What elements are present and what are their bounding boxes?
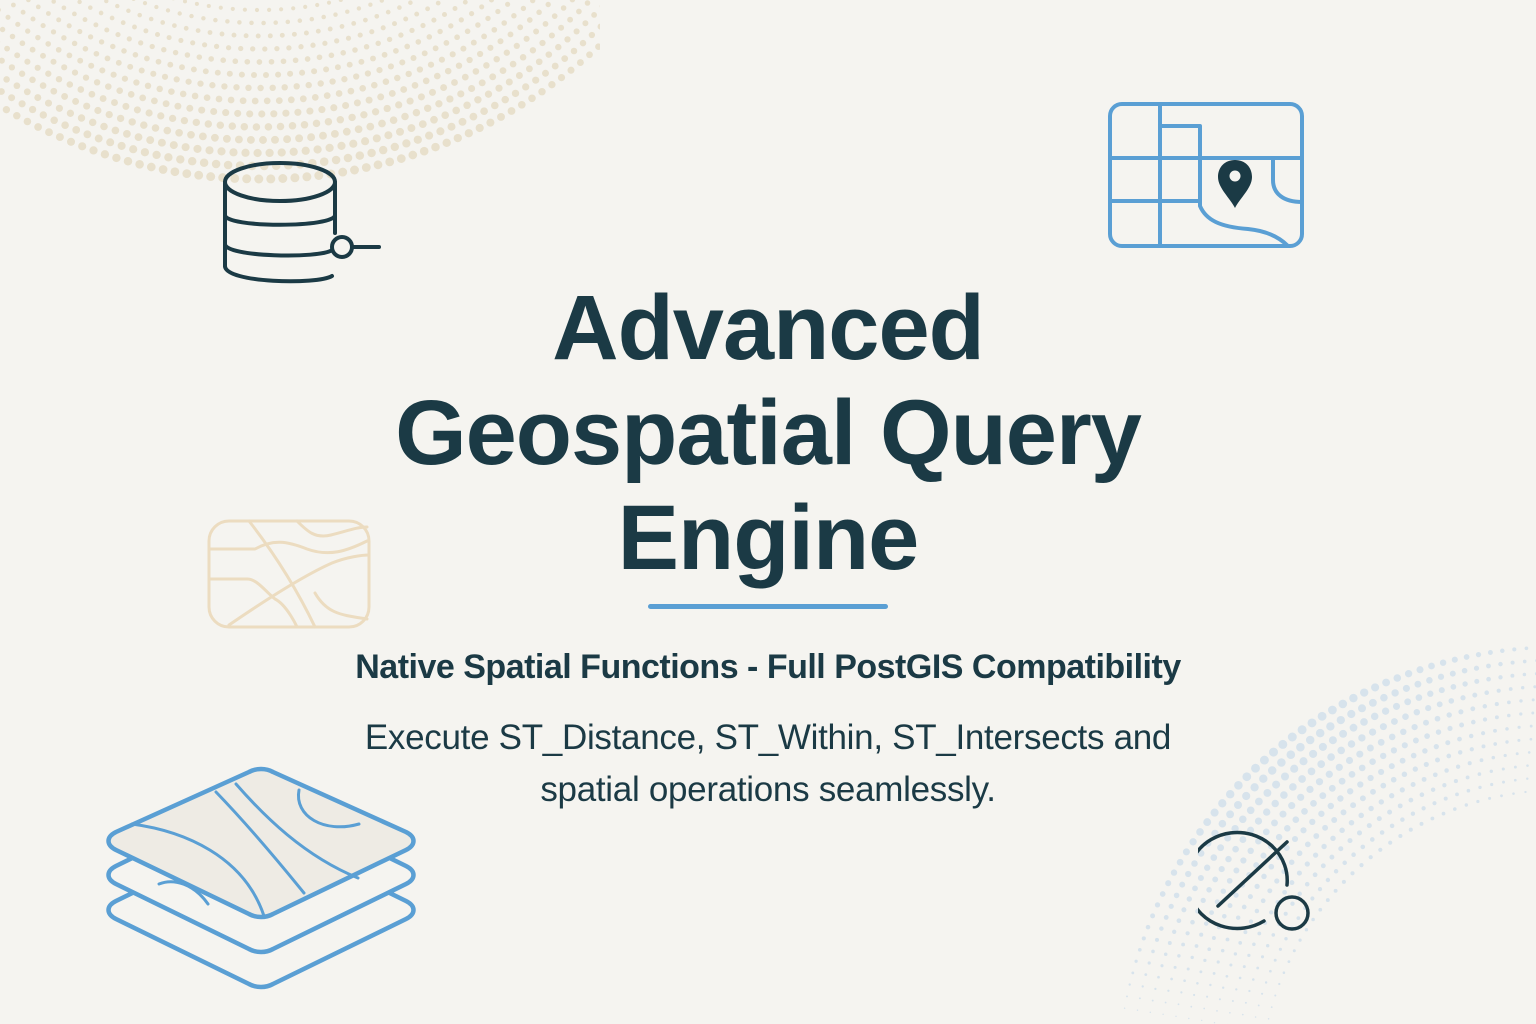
description-line-1: Execute ST_Distance, ST_Within, ST_Inter… [364, 718, 1172, 757]
road-map-icon [207, 519, 371, 629]
title-line-1: Advanced [552, 277, 985, 379]
map-pin-grid-icon [1108, 102, 1304, 248]
database-search-icon [223, 161, 381, 284]
subtitle: Native Spatial Functions - Full PostGIS … [355, 648, 1181, 686]
spatial-buffer-icon [1198, 830, 1310, 931]
title-line-3: Engine [617, 487, 920, 589]
title-line-2: Geospatial Query [395, 382, 1142, 484]
map-layers-icon [106, 766, 416, 990]
accent-divider [648, 604, 888, 609]
description: Execute ST_Distance, ST_Within, ST_Inter… [268, 712, 1268, 816]
page-title: Advanced Geospatial Query Engine [268, 276, 1268, 591]
description-line-2: spatial operations seamlessly. [540, 770, 996, 809]
